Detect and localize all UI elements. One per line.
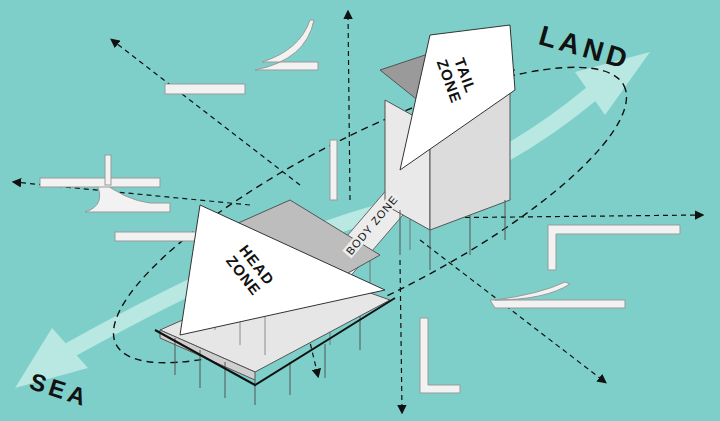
zone-plane: TAIL ZONE bbox=[395, 20, 525, 185]
zone-plane: HEAD ZONE bbox=[175, 200, 390, 350]
zone-triangle bbox=[175, 200, 390, 350]
